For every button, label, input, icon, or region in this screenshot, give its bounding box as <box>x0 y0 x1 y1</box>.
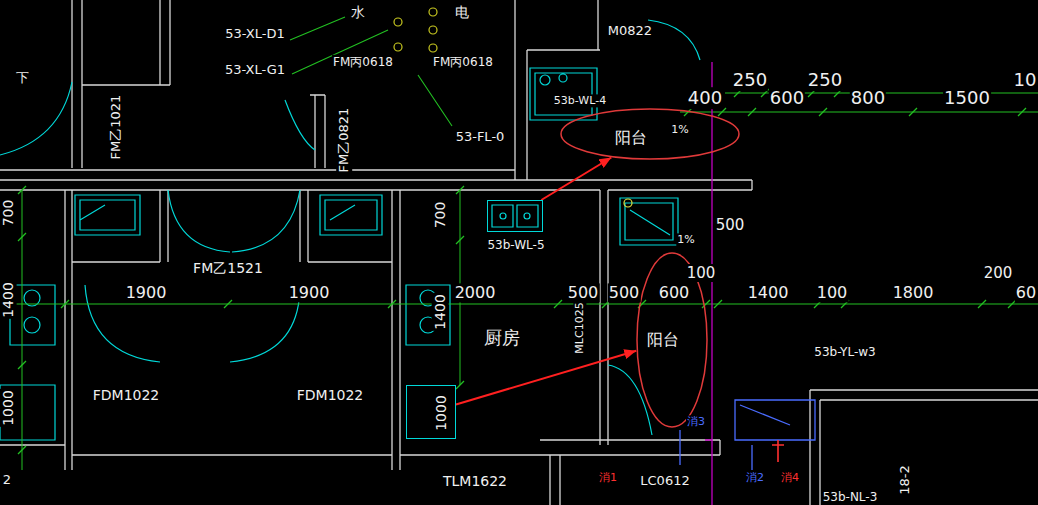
dimension-text: 1000 <box>0 389 16 427</box>
dimension-lines <box>0 93 1038 470</box>
dimension-text: 600 <box>769 87 805 109</box>
dimension-text: 250 <box>807 69 843 91</box>
dimension-text: 100 <box>816 283 849 302</box>
door-swings <box>0 20 700 435</box>
room-label: 阳台 <box>647 330 679 349</box>
annotation-label: 电 <box>454 4 470 21</box>
annotation-label: 53-FL-0 <box>455 129 506 145</box>
annotation-label: 消3 <box>686 415 706 428</box>
leader-lines <box>290 17 452 126</box>
annotation-label: 53b-YL-w3 <box>813 345 876 359</box>
annotation-label: 53-XL-D1 <box>224 26 285 42</box>
ellipse-outline <box>560 108 740 160</box>
dimension-text: 600 <box>658 283 691 302</box>
drain-pipe-symbols <box>680 400 815 470</box>
dimension-text: 700 <box>432 201 449 230</box>
wall-lines <box>0 0 752 505</box>
dimension-text: 500 <box>567 283 600 302</box>
dimension-text: 2000 <box>454 283 497 302</box>
annotation-label: FM乙1521 <box>192 260 264 277</box>
annotation-label: FM丙0618 <box>332 55 394 69</box>
dimension-text: 500 <box>608 283 641 302</box>
dimension-text: 800 <box>850 87 886 109</box>
dimension-text: 1400 <box>747 283 790 302</box>
annotation-label: 消4 <box>780 471 800 484</box>
dimension-text: 10 <box>1013 69 1038 91</box>
dimension-text: 500 <box>715 216 746 234</box>
dimension-text: 250 <box>732 69 768 91</box>
annotation-label: TLM1622 <box>442 473 508 490</box>
ellipse-outline <box>561 109 739 159</box>
annotation-label: 1% <box>676 233 695 246</box>
dimension-text: 400 <box>687 87 723 109</box>
callout-arrow <box>541 157 611 200</box>
dimension-text: 1400 <box>432 293 449 331</box>
dimension-text: 1800 <box>892 283 935 302</box>
annotation-label: FM乙0821 <box>336 107 352 174</box>
room-label: 1000 <box>433 395 450 431</box>
annotation-label: 53-XL-G1 <box>224 62 286 78</box>
dimension-ticks <box>18 89 1026 454</box>
annotation-label: 53b-WL-4 <box>553 94 607 107</box>
annotation-label: 下 <box>15 70 30 86</box>
annotation-label: FM乙1021 <box>108 94 124 161</box>
annotation-label: LC0612 <box>639 473 690 489</box>
balcony-outline: 阳台 <box>560 108 740 160</box>
riser-symbols <box>394 8 437 52</box>
dimension-text: 60 <box>1015 283 1037 302</box>
pipe-line <box>705 62 712 505</box>
annotation-label: FDM1022 <box>296 387 365 404</box>
annotation-label: 水 <box>350 4 366 21</box>
annotation-label: M0822 <box>607 23 653 39</box>
annotation-label: 1% <box>670 123 689 136</box>
fixture-outlines <box>0 68 678 440</box>
outer-wall-lines <box>810 390 1038 505</box>
dimension-text: 1900 <box>288 283 331 302</box>
fixture-tag: 53b-WL-5 <box>487 238 544 252</box>
fixture-drains <box>624 199 632 207</box>
annotation-label: 消1 <box>598 471 618 484</box>
room-label: 阳台 <box>615 128 647 147</box>
dimension-text: 2 <box>2 472 12 488</box>
dimension-text: 100 <box>686 264 717 282</box>
annotation-label: FDM1022 <box>92 387 161 404</box>
dimension-text: 1500 <box>943 87 991 109</box>
dimension-text: 700 <box>0 199 16 228</box>
annotation-label: 厨房 <box>483 327 521 349</box>
annotation-label: MLC1025 <box>573 301 586 354</box>
callout-arrow <box>456 351 636 405</box>
annotation-label: 53b-NL-3 <box>822 490 879 504</box>
annotation-label: 18-2 <box>897 464 913 496</box>
dimension-text: 1400 <box>0 281 16 319</box>
dimension-text: 1900 <box>125 283 168 302</box>
sink-fixture: 53b-WL-5 <box>487 200 543 232</box>
annotation-label: 消2 <box>745 471 765 484</box>
annotation-label: FM丙0618 <box>432 55 494 69</box>
valve-symbol <box>772 440 784 462</box>
cabinet-fixture: 1000 <box>406 385 456 439</box>
dimension-text: 200 <box>983 264 1014 282</box>
